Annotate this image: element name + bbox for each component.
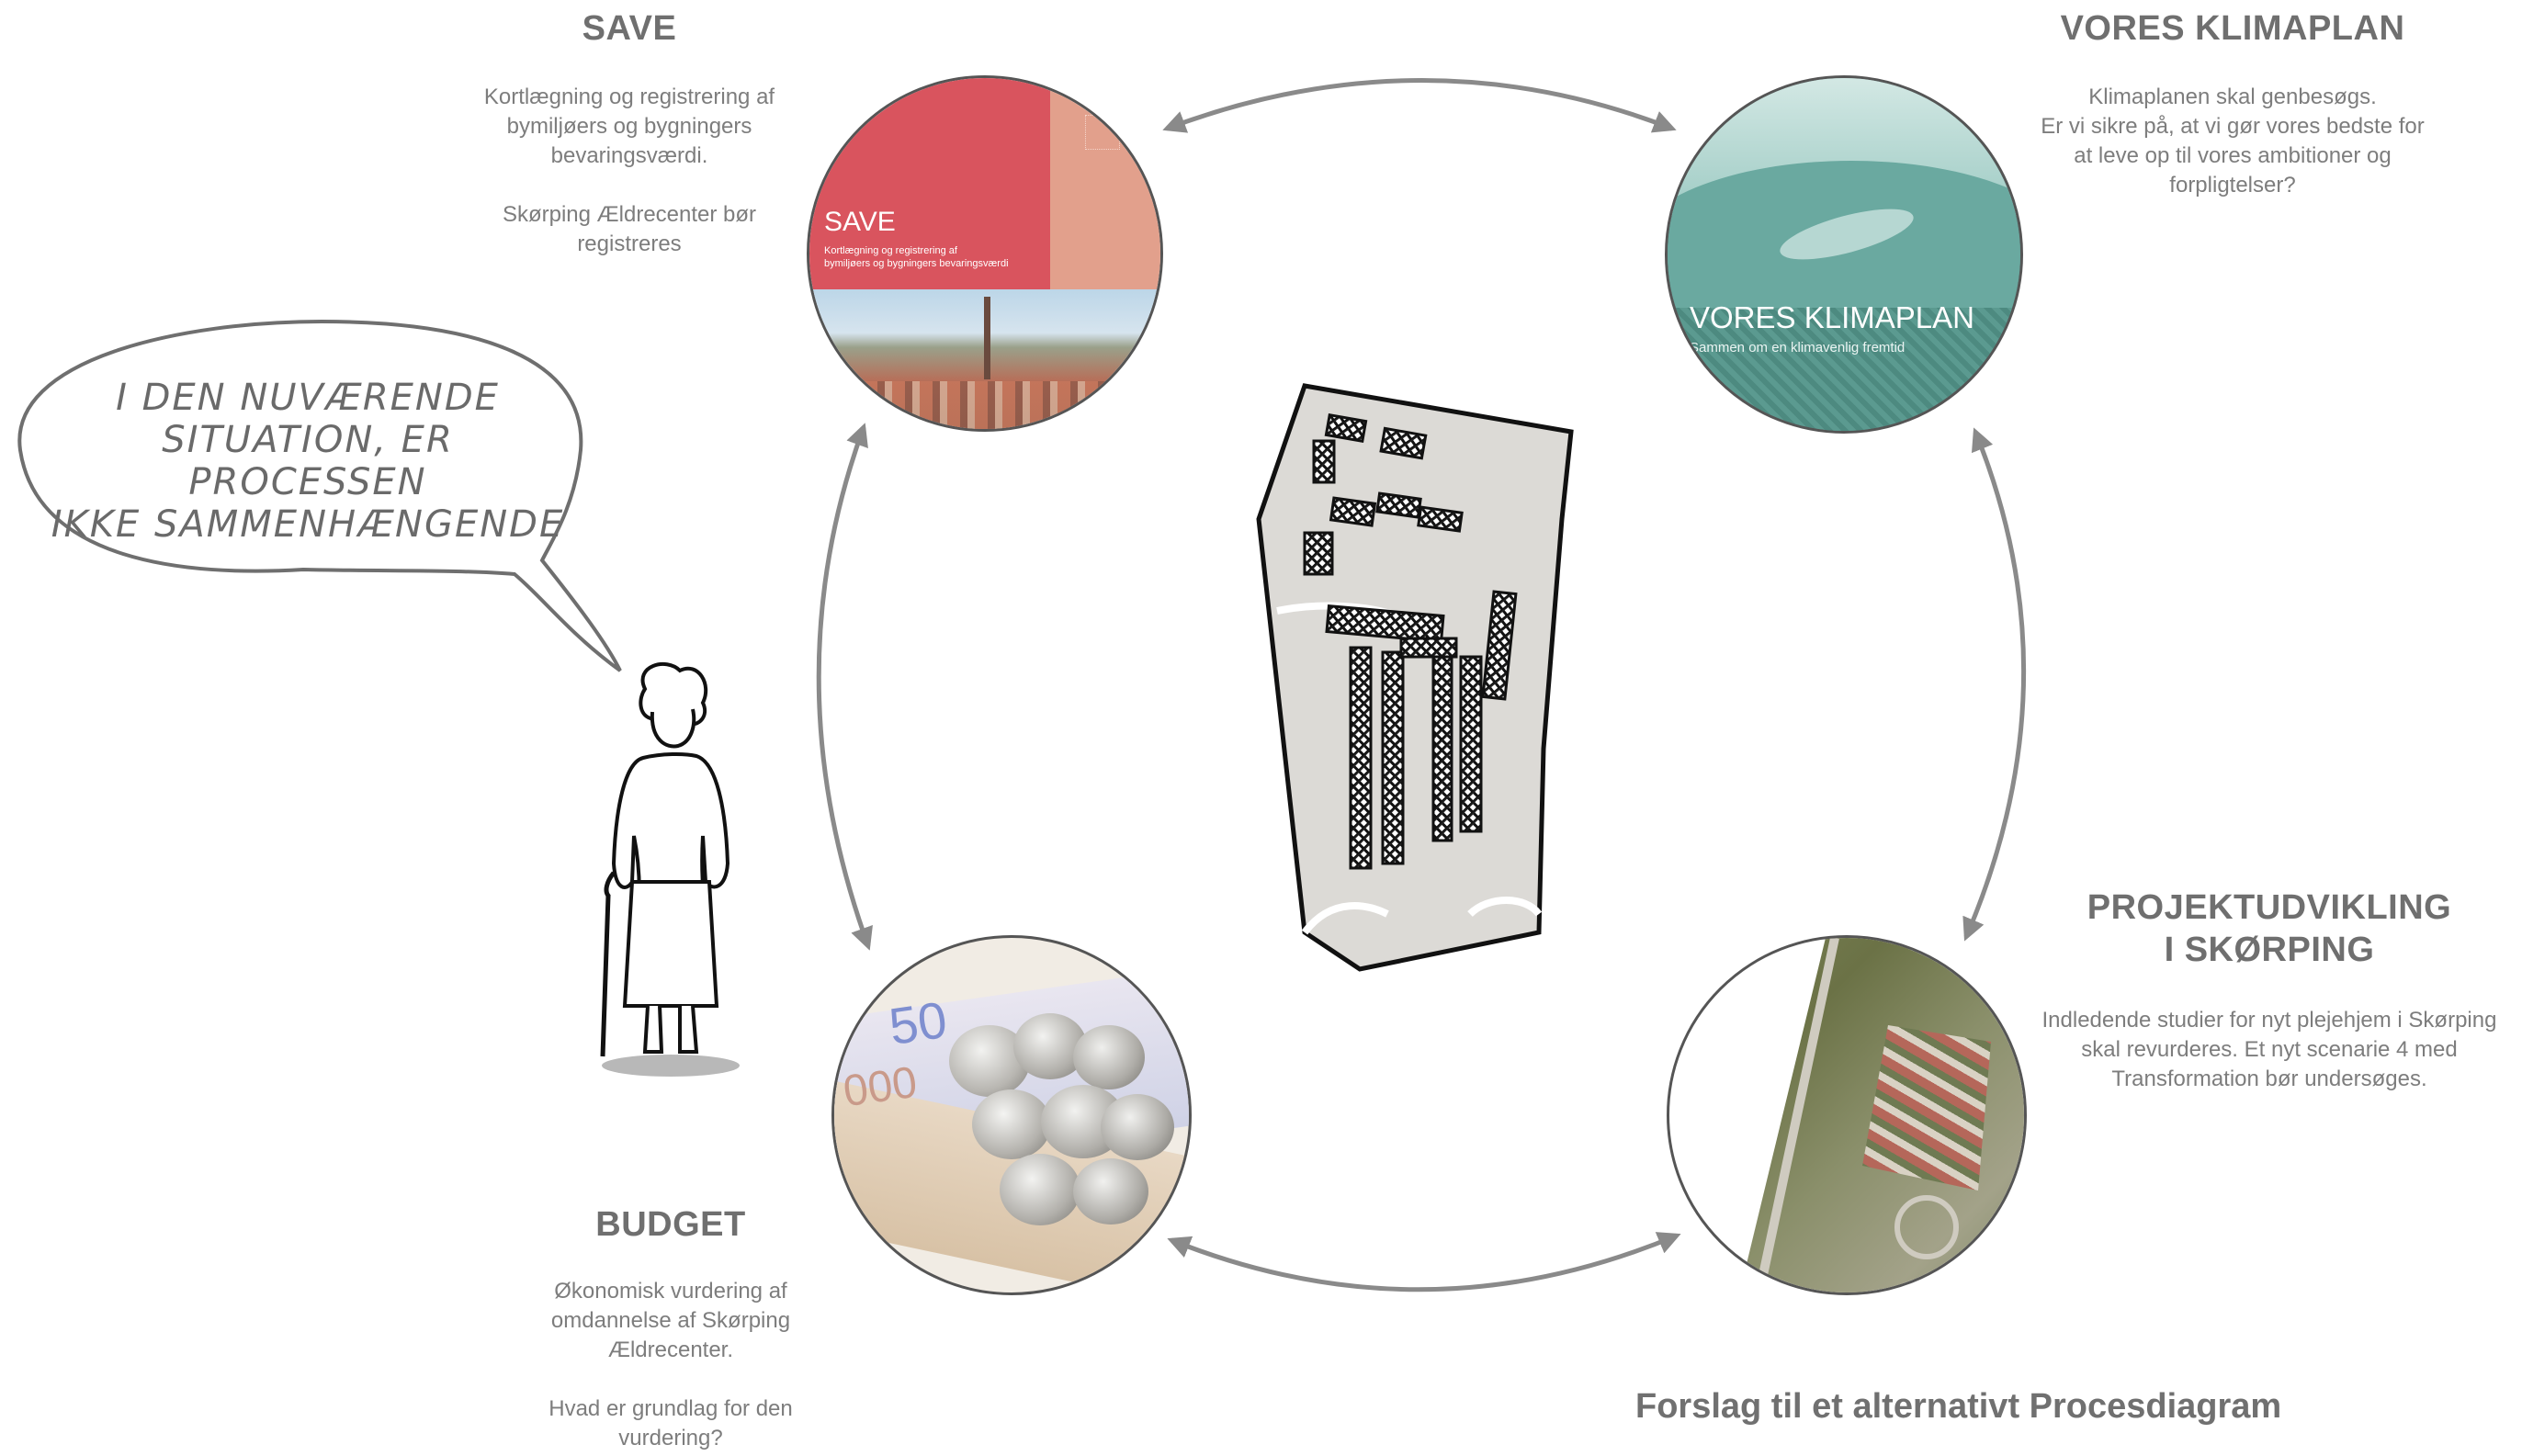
- projekt-description: Indledende studier for nyt plejehjem i S…: [2021, 1006, 2517, 1094]
- arrow-projekt-budget: [1171, 1236, 1677, 1290]
- projekt-title-line-2: I SKØRPING: [2040, 929, 2499, 971]
- save-description: Kortlægning og registrering af bymiljøer…: [464, 83, 795, 259]
- save-image-subtitle-2: bymiljøers og bygningers bevaringsværdi: [824, 258, 1009, 269]
- budget-desc-1: Økonomisk vurdering af omdannelse af Skø…: [496, 1277, 845, 1365]
- save-title: SAVE: [515, 7, 744, 50]
- diagram-caption: Forslag til et alternativt Procesdiagram: [1635, 1387, 2281, 1427]
- klimaplan-image-title: VORES KLIMAPLAN: [1690, 300, 1974, 335]
- save-desc-1: Kortlægning og registrering af bymiljøer…: [464, 83, 795, 171]
- klimaplan-desc-1: Klimaplanen skal genbesøgs.: [2030, 83, 2435, 112]
- budget-description: Økonomisk vurdering af omdannelse af Skø…: [496, 1277, 845, 1453]
- grid-icon: [1085, 115, 1120, 150]
- projekt-title-line-1: PROJEKTUDVIKLING: [2040, 886, 2499, 929]
- speech-text: I DEN NUVÆRENDE SITUATION, ER PROCESSEN …: [37, 377, 579, 546]
- klimaplan-desc-2: Er vi sikre på, at vi gør vores bedste f…: [2030, 112, 2435, 200]
- speech-line-3: IKKE SAMMENHÆNGENDE: [37, 503, 579, 546]
- arrow-klimaplan-projekt: [1966, 432, 2024, 937]
- budget-desc-2: Hvad er grundlag for den vurdering?: [496, 1394, 845, 1453]
- budget-image[interactable]: 50 000: [831, 935, 1192, 1295]
- save-image[interactable]: SAVE Kortlægning og registrering af bymi…: [807, 75, 1163, 432]
- site-plan-sketch: [1250, 381, 1580, 978]
- save-desc-2: Skørping Ældrecenter bør registreres: [464, 200, 795, 259]
- elderly-woman-illustration: [588, 661, 763, 1112]
- klimaplan-title: VORES KLIMAPLAN: [2003, 7, 2462, 50]
- arrow-budget-save: [819, 427, 868, 946]
- speech-line-1: I DEN NUVÆRENDE: [37, 377, 579, 419]
- budget-title: BUDGET: [533, 1203, 809, 1246]
- projekt-image[interactable]: [1667, 935, 2027, 1295]
- save-image-subtitle-1: Kortlægning og registrering af: [824, 245, 957, 256]
- klimaplan-description: Klimaplanen skal genbesøgs. Er vi sikre …: [2030, 83, 2435, 200]
- speech-line-2: SITUATION, ER PROCESSEN: [37, 419, 579, 503]
- klimaplan-image-subtitle: Sammen om en klimavenlig fremtid: [1690, 340, 1905, 356]
- projekt-title: PROJEKTUDVIKLING I SKØRPING: [2040, 886, 2499, 971]
- arrow-save-klimaplan: [1167, 81, 1672, 130]
- save-image-title: SAVE: [824, 207, 896, 238]
- klimaplan-image[interactable]: VORES KLIMAPLAN Sammen om en klimavenlig…: [1665, 75, 2023, 434]
